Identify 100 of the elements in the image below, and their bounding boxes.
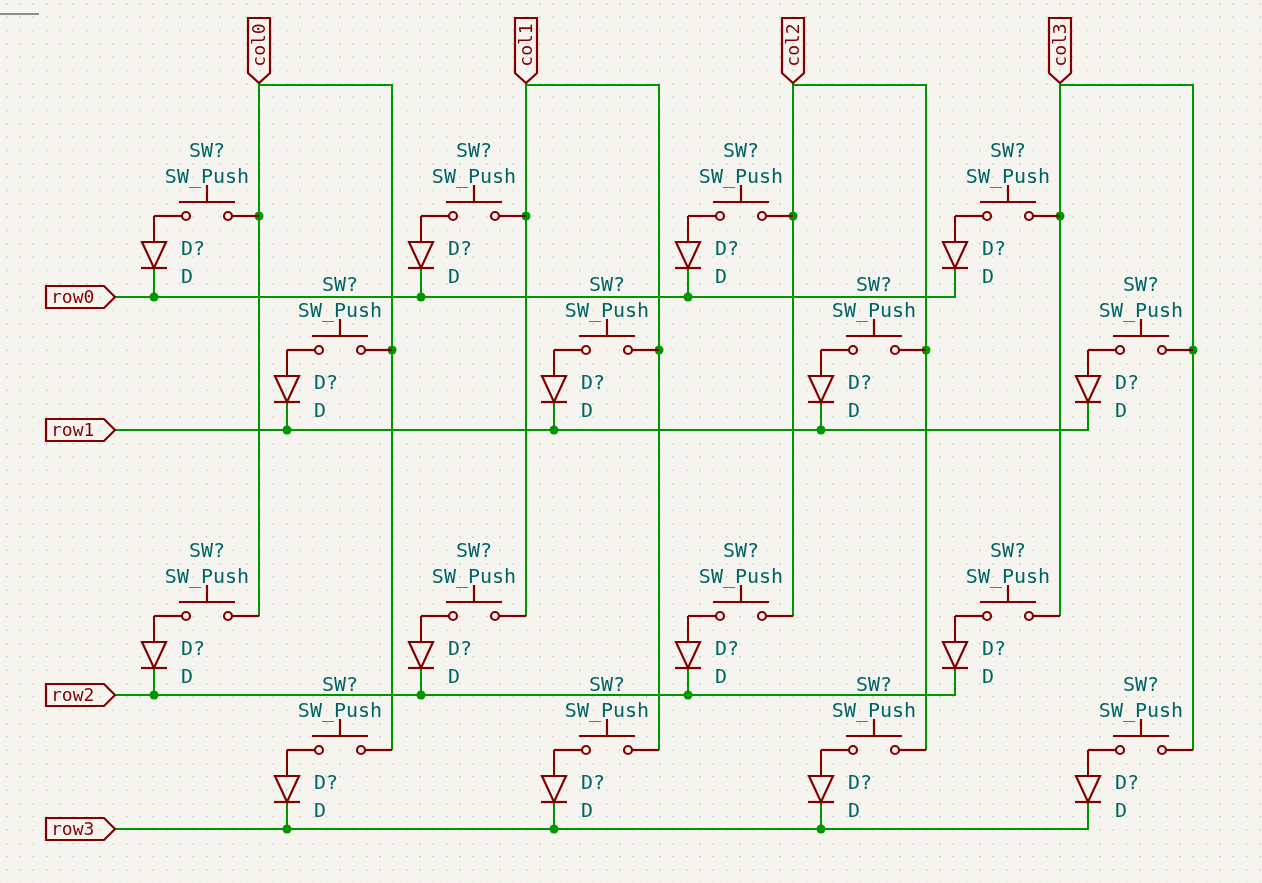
value-label: SW_Push (431, 566, 517, 586)
reference-label: D? (314, 772, 339, 792)
wire (820, 749, 822, 776)
label-text: row1 (51, 421, 95, 439)
wire (1087, 349, 1089, 376)
label-text: col2 (784, 23, 802, 67)
diode-symbol (408, 241, 434, 270)
value-label: D (448, 666, 461, 686)
wire (286, 349, 288, 376)
reference-label: D? (314, 372, 339, 392)
diode-symbol (675, 241, 701, 270)
wire (153, 215, 155, 242)
diode-symbol (1075, 375, 1101, 404)
hierarchical-label (45, 285, 115, 309)
wire (820, 349, 822, 376)
wire (114, 801, 1089, 830)
reference-label: SW? (1122, 674, 1160, 694)
value-label: SW_Push (564, 700, 650, 720)
reference-label: D? (982, 238, 1007, 258)
value-label: D (715, 266, 728, 286)
hierarchical-label (781, 17, 805, 83)
reference-label: D? (1115, 372, 1140, 392)
value-label: D (181, 666, 194, 686)
diode-symbol (274, 775, 300, 804)
reference-label: SW? (188, 540, 226, 560)
reference-label: SW? (1122, 274, 1160, 294)
value-label: D (448, 266, 461, 286)
reference-label: D? (715, 238, 740, 258)
reference-label: SW? (188, 140, 226, 160)
label-text: col1 (517, 23, 535, 67)
reference-label: SW? (989, 140, 1027, 160)
value-label: D (715, 666, 728, 686)
wire (1087, 749, 1089, 776)
diode-symbol (675, 641, 701, 670)
reference-label: D? (448, 238, 473, 258)
wire (954, 615, 956, 642)
reference-label: SW? (722, 540, 760, 560)
hierarchical-label (247, 17, 271, 83)
value-label: D (982, 666, 995, 686)
value-label: SW_Push (965, 566, 1051, 586)
wire (792, 82, 927, 751)
value-label: SW_Push (297, 700, 383, 720)
label-text: row3 (51, 820, 95, 838)
reference-label: D? (581, 372, 606, 392)
value-label: SW_Push (164, 566, 250, 586)
diode-symbol (541, 775, 567, 804)
hierarchical-label (45, 683, 115, 707)
hierarchical-label (1048, 17, 1072, 83)
value-label: SW_Push (1098, 700, 1184, 720)
wire (525, 82, 660, 751)
reference-label: D? (848, 772, 873, 792)
value-label: SW_Push (297, 300, 383, 320)
diode-symbol (942, 241, 968, 270)
value-label: SW_Push (698, 566, 784, 586)
reference-label: SW? (588, 674, 626, 694)
diode-symbol (141, 641, 167, 670)
value-label: D (1115, 400, 1128, 420)
label-text: row0 (51, 288, 95, 306)
reference-label: D? (1115, 772, 1140, 792)
reference-label: SW? (855, 274, 893, 294)
wire (420, 215, 422, 242)
reference-label: SW? (321, 674, 359, 694)
diode-symbol (408, 641, 434, 670)
value-label: D (181, 266, 194, 286)
diode-symbol (141, 241, 167, 270)
diode-symbol (942, 641, 968, 670)
value-label: SW_Push (431, 166, 517, 186)
diode-symbol (274, 375, 300, 404)
wire (553, 349, 555, 376)
reference-label: SW? (722, 140, 760, 160)
wire (687, 215, 689, 242)
reference-label: D? (715, 638, 740, 658)
reference-label: SW? (588, 274, 626, 294)
wire (153, 615, 155, 642)
value-label: D (581, 800, 594, 820)
label-text: col3 (1051, 23, 1069, 67)
hierarchical-label (45, 817, 115, 841)
wire (553, 749, 555, 776)
diode-symbol (808, 375, 834, 404)
value-label: SW_Push (831, 300, 917, 320)
value-label: SW_Push (1098, 300, 1184, 320)
hierarchical-label (45, 418, 115, 442)
value-label: D (982, 266, 995, 286)
reference-label: SW? (989, 540, 1027, 560)
reference-label: SW? (455, 540, 493, 560)
reference-label: D? (581, 772, 606, 792)
value-label: SW_Push (564, 300, 650, 320)
value-label: SW_Push (698, 166, 784, 186)
reference-label: D? (848, 372, 873, 392)
reference-label: D? (181, 638, 206, 658)
diode-symbol (808, 775, 834, 804)
value-label: D (848, 400, 861, 420)
reference-label: SW? (321, 274, 359, 294)
reference-label: SW? (855, 674, 893, 694)
wire (258, 82, 393, 751)
value-label: D (581, 400, 594, 420)
wire (286, 749, 288, 776)
reference-label: SW? (455, 140, 493, 160)
wire (114, 401, 1089, 431)
value-label: D (314, 400, 327, 420)
